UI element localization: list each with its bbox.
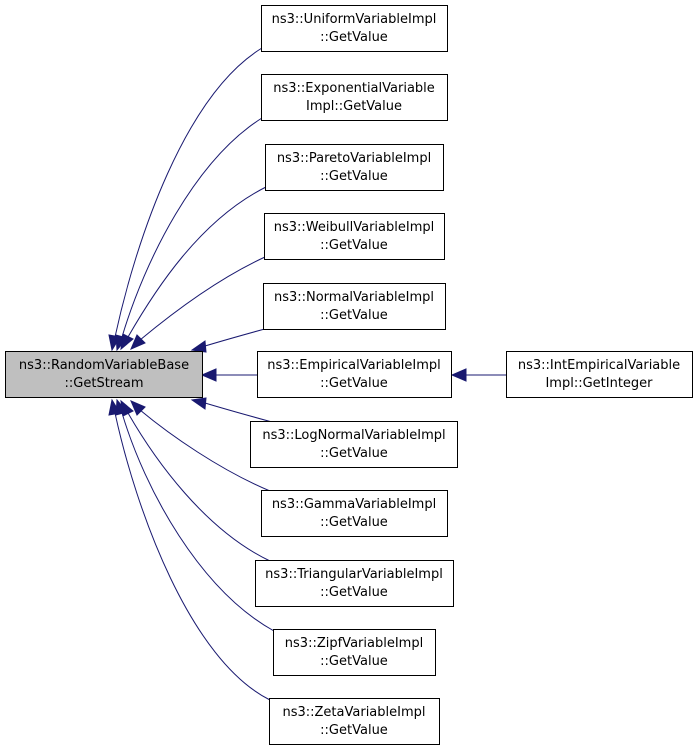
edge-zeta <box>114 412 271 701</box>
node-line2: Impl::GetInteger <box>545 376 653 391</box>
node-weibull-variable-impl[interactable]: ns3::WeibullVariableImpl ::GetValue <box>264 213 445 260</box>
arrowhead-empirical <box>200 368 217 382</box>
node-line1: ns3::ZetaVariableImpl <box>282 705 425 720</box>
arrowhead-weibull <box>130 334 146 350</box>
arrowhead-zeta <box>108 398 121 416</box>
node-line2: ::GetValue <box>320 238 388 253</box>
arrowhead-pareto <box>120 333 134 351</box>
root-node-line2: ::GetStream <box>65 376 144 391</box>
node-line1: ns3::ParetoVariableImpl <box>277 151 431 166</box>
node-line2: Impl::GetValue <box>306 99 402 114</box>
edge-pareto <box>127 186 267 338</box>
node-normal-variable-impl[interactable]: ns3::NormalVariableImpl ::GetValue <box>263 283 446 330</box>
arrowhead-gamma <box>130 400 146 416</box>
arrowheads <box>108 333 467 417</box>
node-line2: ::GetValue <box>320 169 388 184</box>
node-line1: ns3::IntEmpiricalVariable <box>518 358 680 373</box>
node-line1: ns3::ZipfVariableImpl <box>285 636 423 651</box>
root-node[interactable]: ns3::RandomVariableBase ::GetStream <box>5 351 203 398</box>
node-line2: ::GetValue <box>320 30 388 45</box>
edges <box>114 47 507 701</box>
node-gamma-variable-impl[interactable]: ns3::GammaVariableImpl ::GetValue <box>261 490 448 537</box>
edge-gamma <box>139 409 271 492</box>
arrowhead-normal <box>190 340 207 353</box>
node-line2: ::GetValue <box>320 446 388 461</box>
arrowhead-lognormal <box>190 397 207 410</box>
node-line1: ns3::NormalVariableImpl <box>274 290 434 305</box>
node-lognormal-variable-impl[interactable]: ns3::LogNormalVariableImpl ::GetValue <box>250 421 458 468</box>
node-pareto-variable-impl[interactable]: ns3::ParetoVariableImpl ::GetValue <box>265 144 444 191</box>
node-uniform-variable-impl[interactable]: ns3::UniformVariableImpl ::GetValue <box>261 5 448 52</box>
node-line1: ns3::WeibullVariableImpl <box>274 220 434 235</box>
node-line2: ::GetValue <box>320 376 388 391</box>
node-line1: ns3::ExponentialVariable <box>273 81 435 96</box>
arrowhead-intempirical <box>450 368 467 382</box>
node-line1: ns3::UniformVariableImpl <box>272 12 437 27</box>
root-node-line1: ns3::RandomVariableBase <box>19 358 189 373</box>
node-line2: ::GetValue <box>320 723 388 738</box>
node-empirical-variable-impl[interactable]: ns3::EmpiricalVariableImpl ::GetValue <box>257 351 452 398</box>
edge-weibull <box>139 256 266 341</box>
node-line2: ::GetValue <box>320 308 388 323</box>
edge-uniform <box>114 47 263 338</box>
node-line2: ::GetValue <box>320 515 388 530</box>
node-line2: ::GetValue <box>320 654 388 669</box>
edge-triangular <box>127 412 271 562</box>
node-zeta-variable-impl[interactable]: ns3::ZetaVariableImpl ::GetValue <box>269 698 440 745</box>
edge-exponential <box>121 117 263 338</box>
node-line1: ns3::GammaVariableImpl <box>272 497 436 512</box>
node-zipf-variable-impl[interactable]: ns3::ZipfVariableImpl ::GetValue <box>273 629 436 676</box>
node-line1: ns3::TriangularVariableImpl <box>265 567 443 582</box>
edge-normal <box>204 326 273 347</box>
node-exponential-variable-impl[interactable]: ns3::ExponentialVariable Impl::GetValue <box>261 74 448 121</box>
node-line1: ns3::LogNormalVariableImpl <box>262 428 445 443</box>
node-line2: ::GetValue <box>320 585 388 600</box>
node-int-empirical-variable-impl[interactable]: ns3::IntEmpiricalVariable Impl::GetInteg… <box>506 351 693 398</box>
node-line1: ns3::EmpiricalVariableImpl <box>267 358 440 373</box>
edge-zipf <box>121 412 275 632</box>
edge-lognormal <box>204 402 273 423</box>
node-triangular-variable-impl[interactable]: ns3::TriangularVariableImpl ::GetValue <box>255 560 454 607</box>
